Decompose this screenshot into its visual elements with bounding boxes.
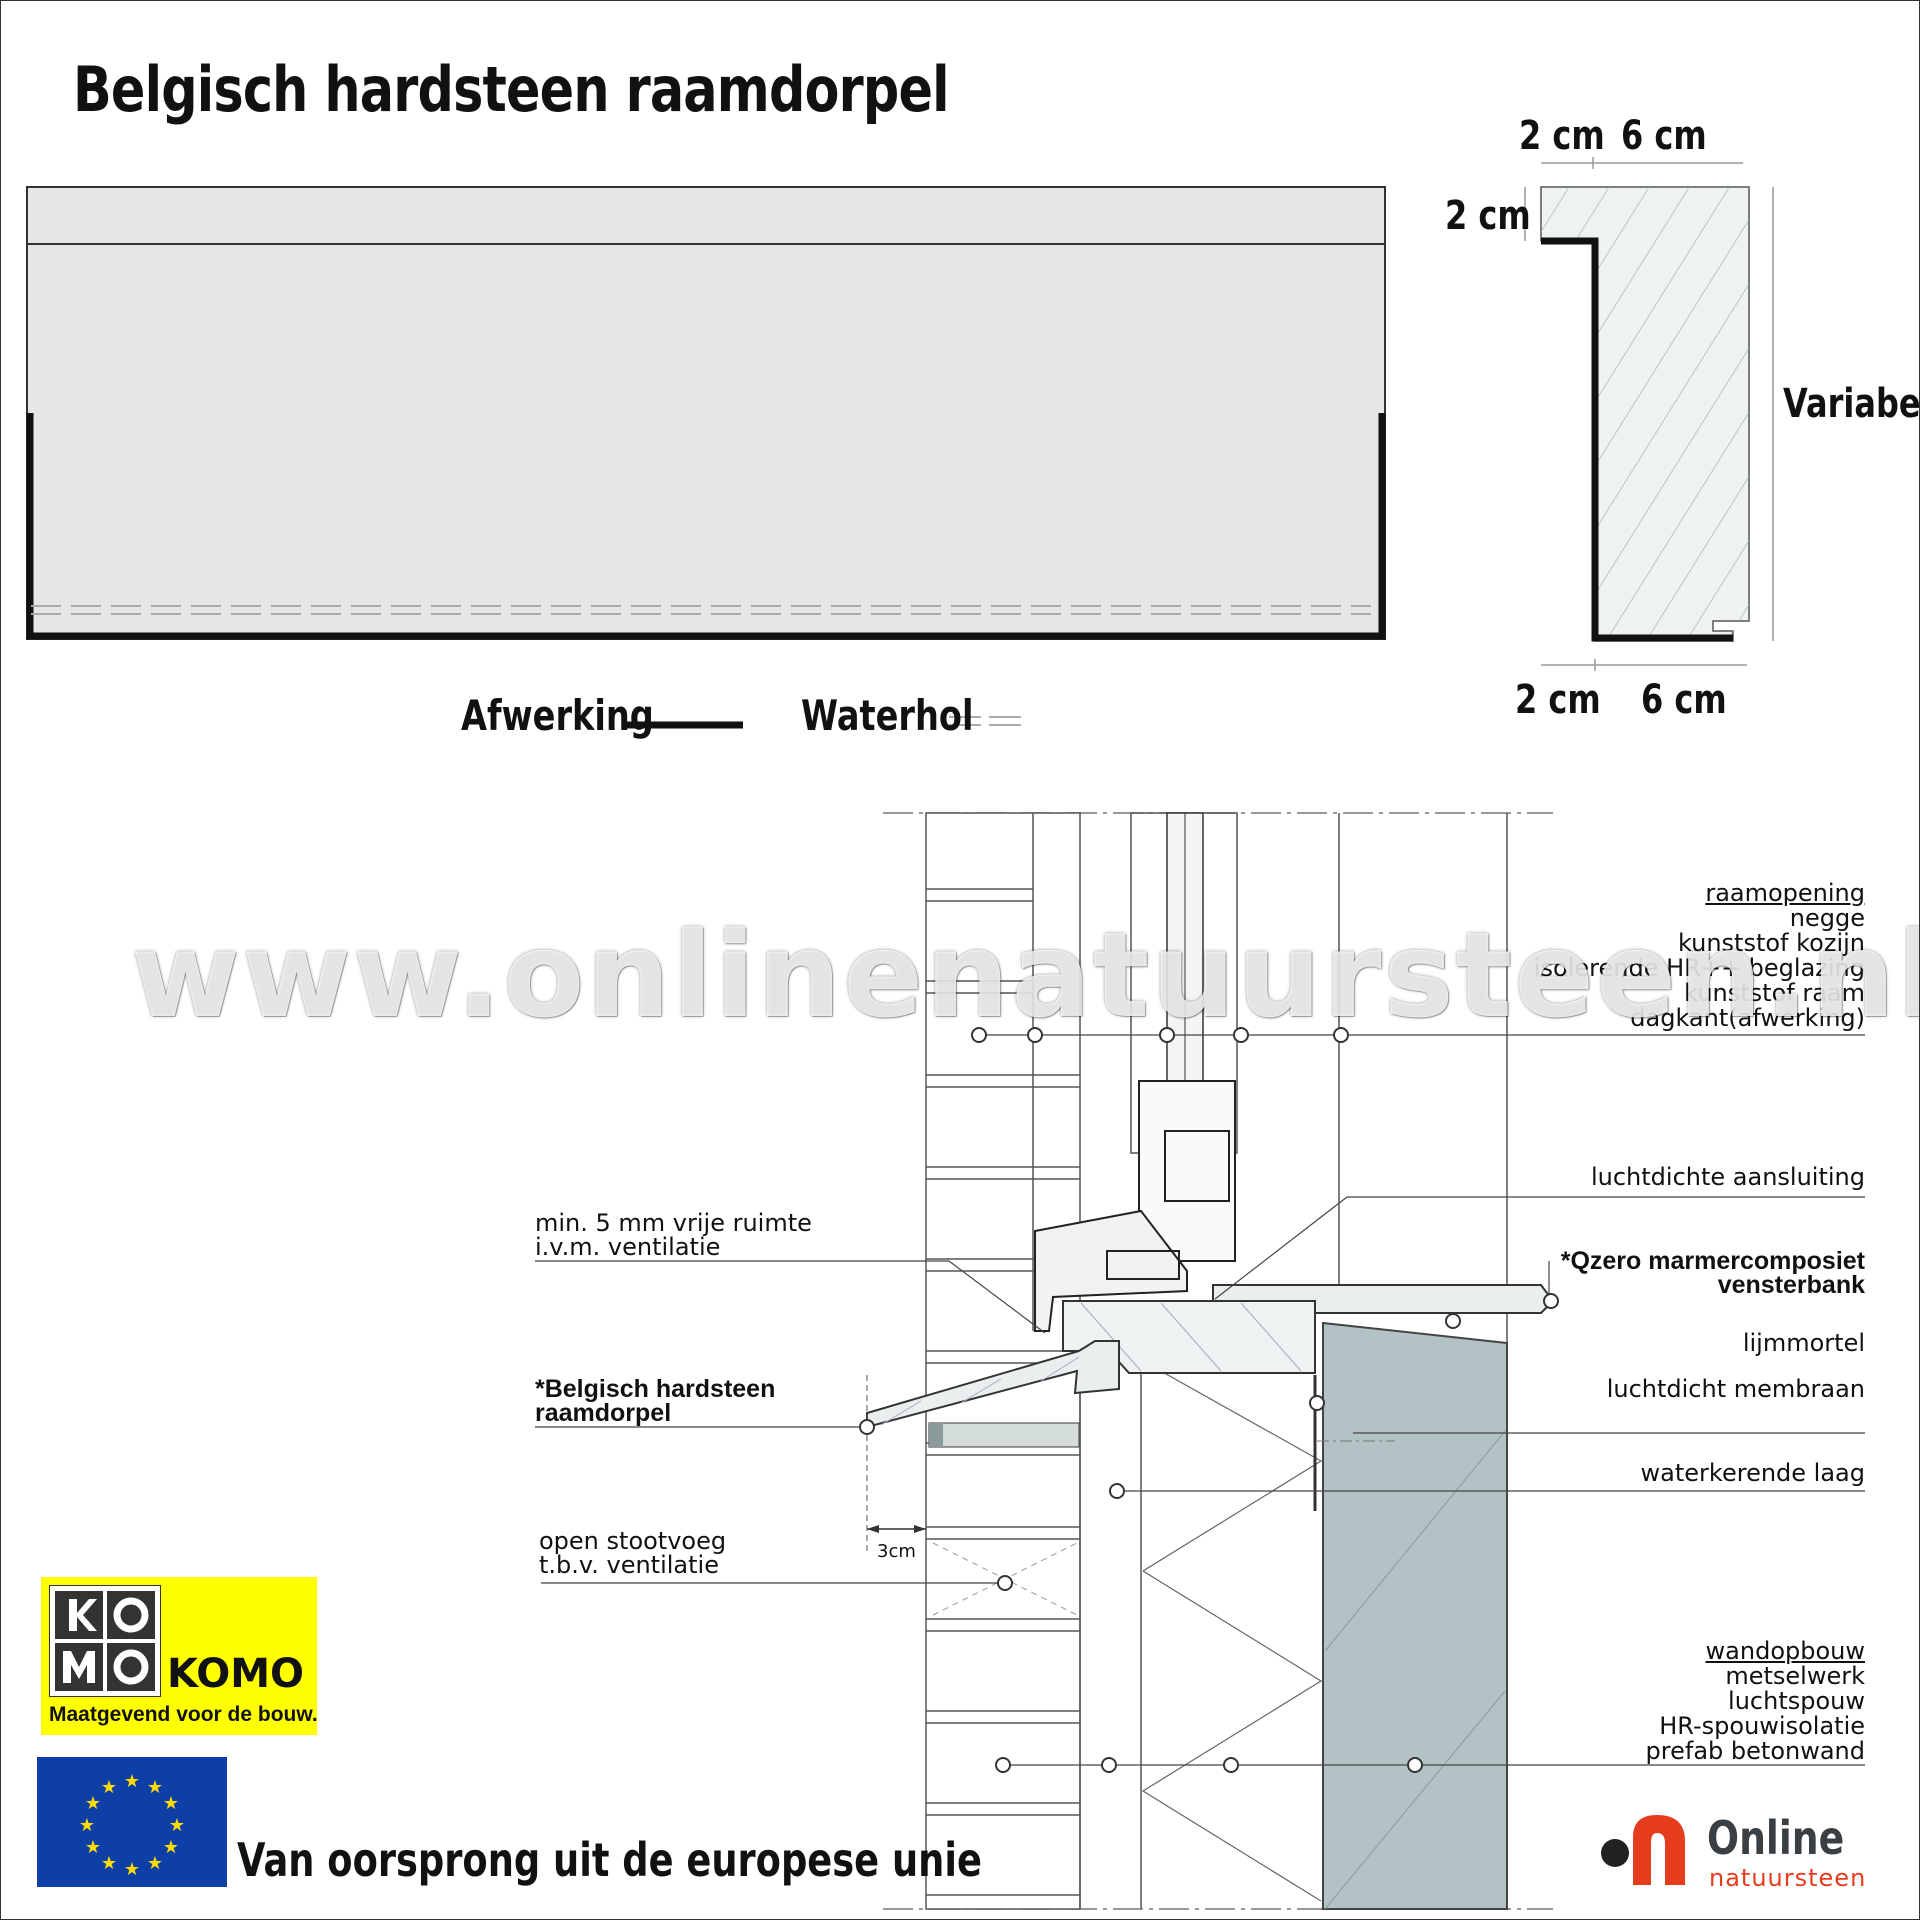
label-stack-window: raamopening negge kunststof kozijn isole…	[1534, 881, 1865, 1031]
label-kunststof-kozijn: kunststof kozijn	[1677, 929, 1865, 957]
online-natuursteen-logo-icon	[1601, 1815, 1685, 1885]
inner-sill-hatch	[1080, 1302, 1142, 1372]
label-negge: negge	[1789, 904, 1865, 932]
svg-text:★: ★	[163, 1837, 179, 1857]
concrete-hatch	[1324, 1430, 1506, 1652]
dim-top-right: 6 cm	[1621, 113, 1707, 159]
label-betonwand: prefab betonwand	[1645, 1737, 1865, 1765]
svg-text:★: ★	[124, 1859, 140, 1879]
label-kunststof-raam: kunststof raam	[1684, 979, 1865, 1007]
sill-face	[26, 186, 1386, 640]
dim-bottom-right: 6 cm	[1641, 677, 1727, 723]
svg-text:★: ★	[147, 1853, 163, 1873]
raamdorpel-hatch	[880, 1400, 922, 1426]
komo-tagline: Maatgevend voor de bouw.	[49, 1703, 318, 1726]
label-qzero-1: *Qzero marmercomposiet	[1560, 1247, 1865, 1275]
kunststof-kozijn	[1034, 1209, 1188, 1332]
komo-word: KOMO	[167, 1651, 305, 1697]
logo-word: Online	[1707, 1811, 1845, 1865]
dim-bottom-left: 2 cm	[1515, 677, 1601, 723]
mortar-end	[929, 1423, 943, 1447]
arrow-right	[914, 1525, 926, 1533]
eu-origin-text: Van oorsprong uit de europese unie	[237, 1833, 982, 1887]
concrete-hatch	[1324, 1690, 1506, 1910]
label-beglazing: isolerende HR++ beglazing	[1533, 954, 1865, 982]
insulation-zigzag-2	[1141, 1570, 1323, 1902]
label-luchtspouw: luchtspouw	[1728, 1687, 1865, 1715]
arrow-left	[867, 1525, 879, 1533]
svg-text:★: ★	[79, 1815, 95, 1835]
leader-lines	[535, 1034, 1865, 1766]
label-overstek: 3cm	[877, 1541, 916, 1562]
logo-sub: natuursteen	[1709, 1864, 1867, 1892]
wall-section-drawing	[535, 812, 1865, 1910]
label-spouwisolatie: HR-spouwisolatie	[1659, 1712, 1865, 1740]
label-dagkant: dagkant(afwerking)	[1630, 1004, 1865, 1032]
inner-sill-block	[1062, 1300, 1316, 1374]
svg-text:★: ★	[85, 1837, 101, 1857]
label-luchtdichte-aansluiting: luchtdichte aansluiting	[1590, 1163, 1865, 1191]
label-lijmmortel: lijmmortel	[1742, 1329, 1865, 1357]
leader-dots	[859, 1027, 1559, 1773]
raamdorpel-hatch	[1040, 1356, 1080, 1382]
label-raamopening: raamopening	[1705, 879, 1865, 907]
dim-height: Variabel	[1783, 381, 1920, 427]
insulation-zigzag-1	[1142, 1360, 1323, 1572]
label-waterkerende-laag: waterkerende laag	[1640, 1459, 1865, 1487]
label-luchtdicht-membraan: luchtdicht membraan	[1606, 1375, 1865, 1403]
watermark: www.onlinenatuursteen.nl	[131, 906, 1920, 1044]
label-qzero-2: vensterbank	[1717, 1271, 1865, 1299]
raam-chamber	[1164, 1130, 1230, 1202]
page-title: Belgisch hardsteen raamdorpel	[73, 53, 950, 126]
sill-elevation-drawing	[26, 157, 1774, 729]
legend-waterhol: Waterhol	[801, 691, 974, 740]
dim-top-left: 2 cm	[1519, 113, 1605, 159]
eu-flag-icon: ★ ★ ★ ★ ★ ★ ★ ★ ★ ★ ★ ★	[37, 1757, 227, 1887]
svg-text:★: ★	[85, 1793, 101, 1813]
label-metselwerk: metselwerk	[1725, 1662, 1865, 1690]
inner-sill-hatch	[1240, 1302, 1302, 1372]
afwerking-edge	[26, 413, 1386, 640]
svg-text:★: ★	[124, 1771, 140, 1791]
svg-text:★: ★	[147, 1777, 163, 1797]
brick-joints	[926, 888, 1080, 1896]
label-stootvoeg-1: open stootvoeg	[539, 1527, 727, 1555]
mortar-bed	[928, 1422, 1080, 1448]
prefab-concrete-wall	[1322, 1321, 1508, 1910]
label-wandopbouw: wandopbouw	[1705, 1637, 1865, 1665]
legend-afwerking: Afwerking	[461, 691, 654, 740]
komo-mark-icon	[49, 1585, 161, 1697]
inner-sill-hatch	[1160, 1302, 1222, 1372]
label-ventilatie-2: i.v.m. ventilatie	[535, 1233, 721, 1261]
svg-text:★: ★	[101, 1777, 117, 1797]
svg-text:★: ★	[169, 1815, 185, 1835]
dim-side: 2 cm	[1445, 193, 1531, 239]
svg-text:★: ★	[101, 1853, 117, 1873]
label-stack-wall: wandopbouw metselwerk luchtspouw HR-spou…	[1646, 1639, 1865, 1764]
raamdorpel-hatch	[960, 1378, 1002, 1404]
label-raamdorpel-1: *Belgisch hardsteen	[535, 1375, 776, 1403]
label-raamdorpel-2: raamdorpel	[535, 1399, 672, 1427]
svg-text:★: ★	[163, 1793, 179, 1813]
label-ventilatie-1: min. 5 mm vrije ruimte	[535, 1209, 812, 1237]
kozijn-chamber	[1106, 1250, 1180, 1280]
profile-hatch	[1541, 187, 1749, 641]
label-stootvoeg-2: t.b.v. ventilatie	[539, 1551, 719, 1579]
profile-afwerking	[1541, 237, 1733, 642]
